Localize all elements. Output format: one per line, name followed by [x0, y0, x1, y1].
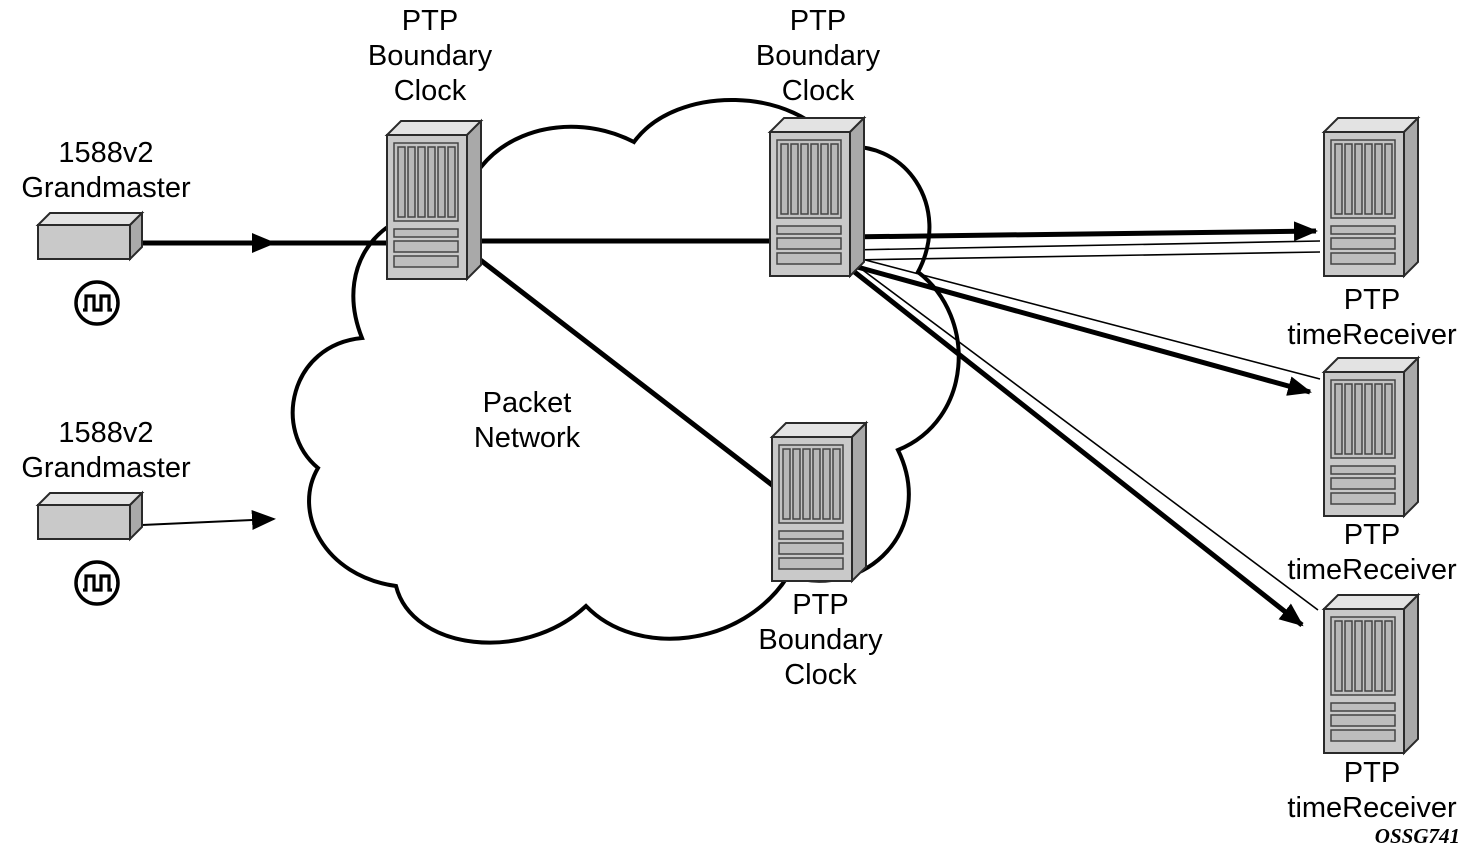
link-bc1-bc3	[468, 250, 804, 510]
time-receiver-1-device	[1323, 117, 1419, 277]
grandmaster-1-device	[37, 212, 143, 260]
time-receiver-2-device	[1323, 357, 1419, 517]
boundary-clock-3-device	[771, 422, 867, 582]
figure-id: OSSG741	[1374, 824, 1460, 848]
label-time-receiver-3: PTP timeReceiver	[1287, 757, 1457, 824]
boundary-clock-2-device	[769, 117, 865, 277]
clock-signal-icon	[74, 280, 120, 326]
link-bc2-tr1	[844, 221, 1318, 242]
label-boundary-clock-top-left: PTP Boundary Clock	[367, 5, 493, 107]
link-gm2-cloud	[141, 510, 276, 530]
link-bc2-tr1-thin-a	[849, 240, 1321, 251]
grandmaster-2-device	[37, 492, 143, 540]
link-lines	[141, 221, 1321, 627]
label-boundary-clock-top-right: PTP Boundary Clock	[755, 5, 881, 107]
boundary-clock-1-device	[386, 120, 482, 280]
time-receiver-3-device	[1323, 594, 1419, 754]
link-bc2-tr3-thin	[851, 261, 1319, 611]
label-packet-network: Packet Network	[473, 387, 581, 454]
label-boundary-clock-bottom: PTP Boundary Clock	[758, 589, 883, 691]
link-bc2-tr2-thin	[849, 255, 1321, 380]
label-grandmaster-2: 1588v2 Grandmaster	[21, 417, 191, 484]
link-bc2-tr3	[850, 268, 1304, 627]
label-time-receiver-1: PTP timeReceiver	[1287, 284, 1457, 351]
label-time-receiver-2: PTP timeReceiver	[1287, 519, 1457, 586]
label-grandmaster-1: 1588v2 Grandmaster	[21, 137, 191, 204]
link-bc2-tr1-thin-b	[849, 251, 1321, 261]
link-bc2-tr2	[849, 262, 1312, 396]
clock-signal-icon	[74, 560, 120, 606]
